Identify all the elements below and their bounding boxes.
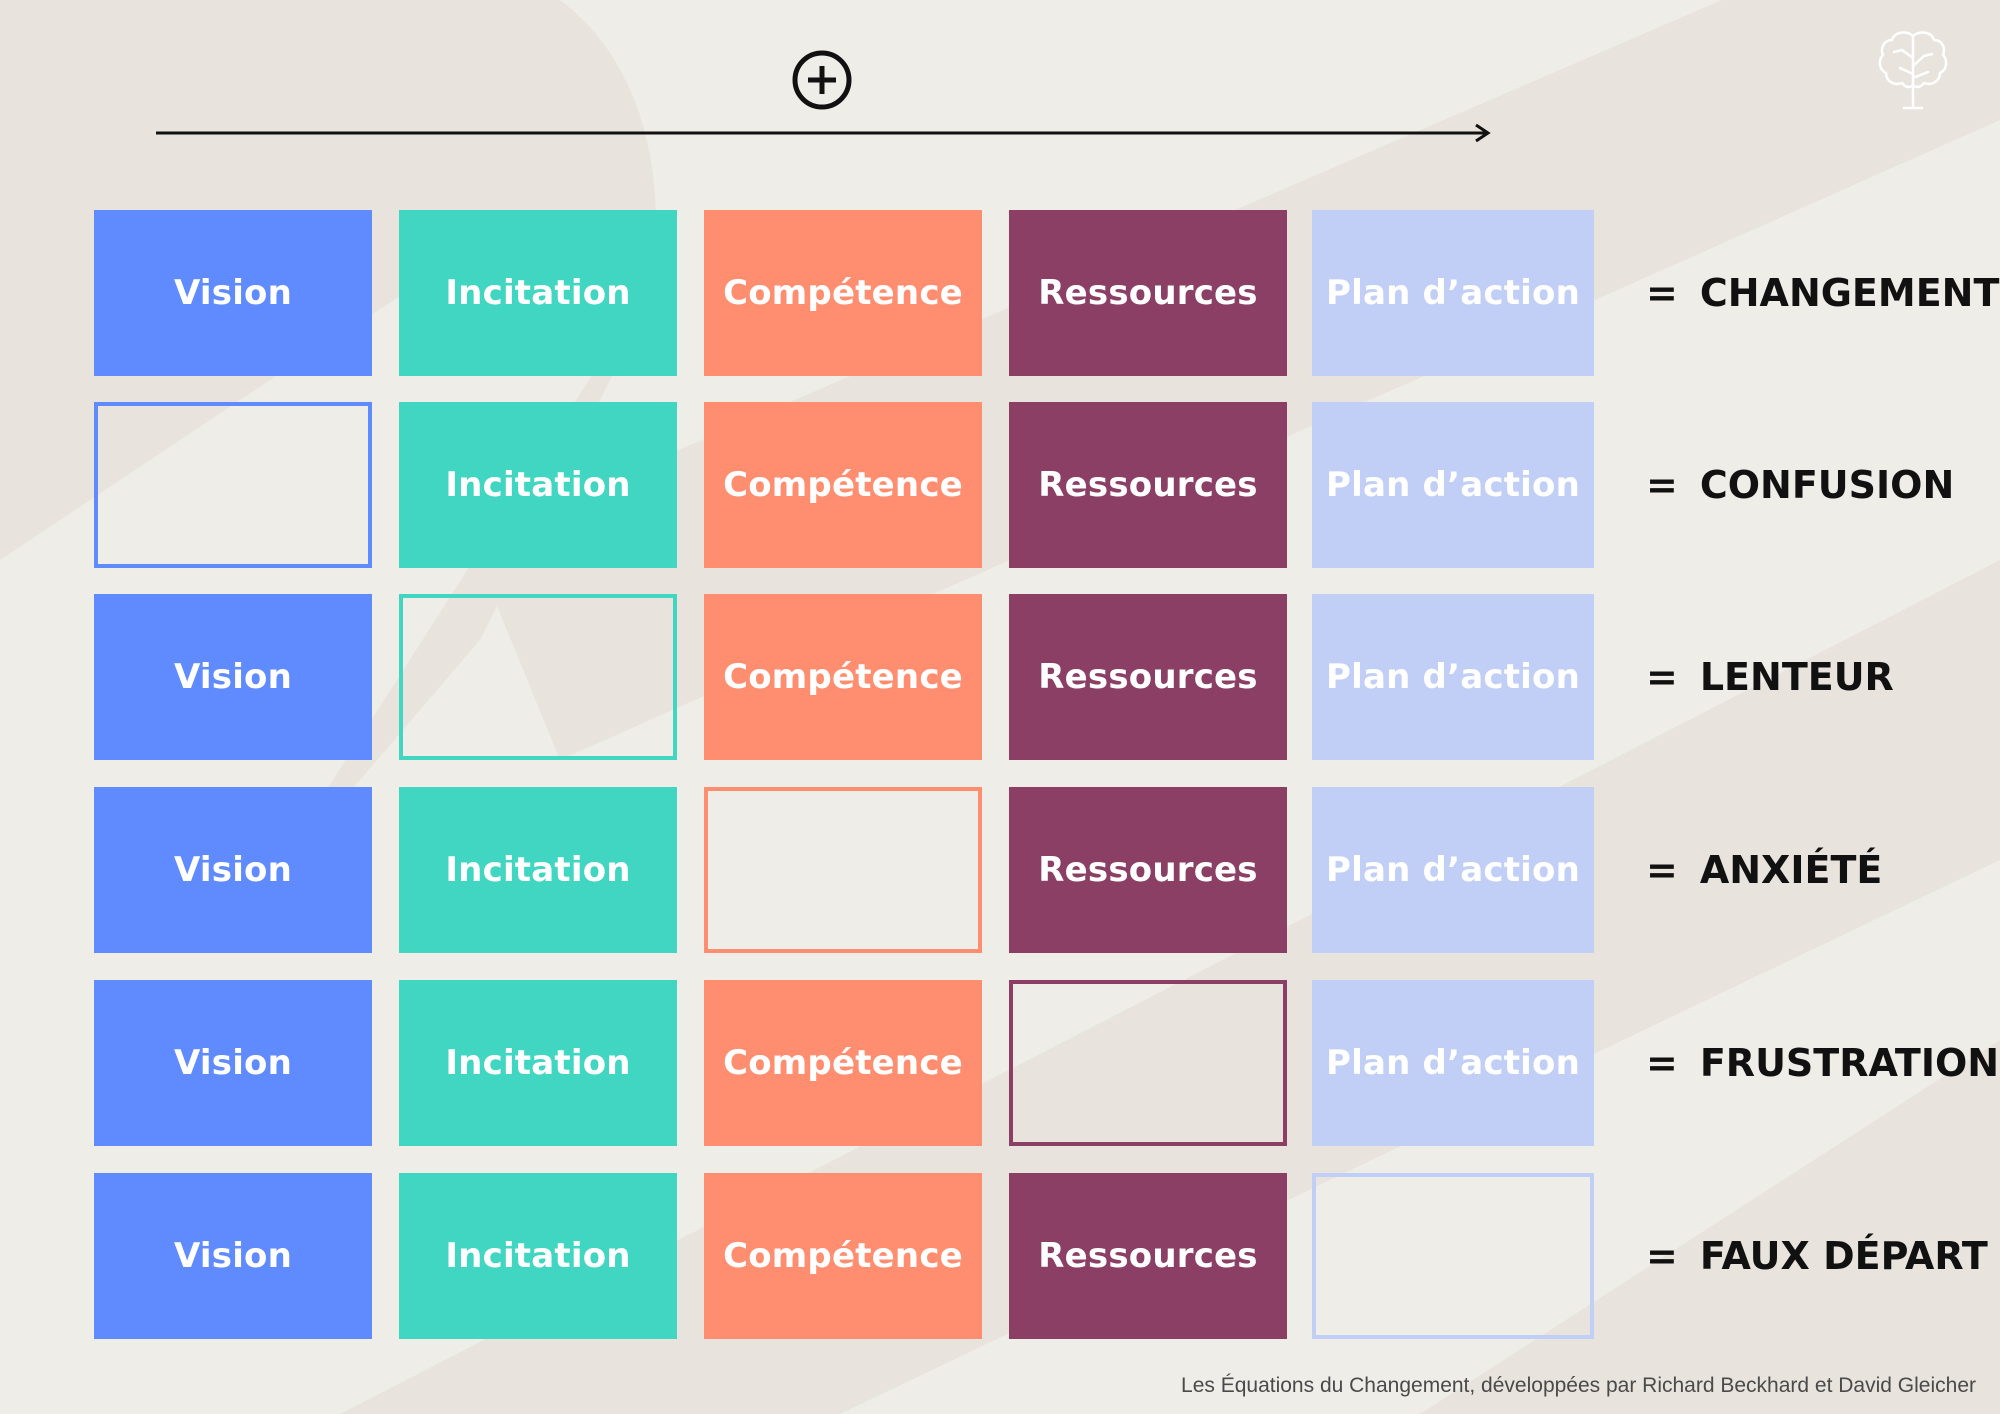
vision-box: Vision (94, 787, 372, 953)
result-label: = FAUX DÉPART (1646, 1173, 1988, 1339)
result-text: CONFUSION (1699, 463, 1955, 507)
result-label: = ANXIÉTÉ (1646, 787, 1882, 953)
result-label: = LENTEUR (1646, 594, 1894, 760)
competence-box: Compétence (704, 1173, 982, 1339)
competence-box: Compétence (704, 980, 982, 1146)
brain-tree-icon (1878, 31, 1948, 110)
result-text: FAUX DÉPART (1699, 1234, 1988, 1278)
equals-sign: = (1646, 1041, 1678, 1085)
equals-sign: = (1646, 655, 1678, 699)
missing-plan-box (1312, 1173, 1594, 1339)
footnote: Les Équations du Changement, développées… (1181, 1374, 1976, 1397)
vision-box: Vision (94, 1173, 372, 1339)
result-label: = CHANGEMENT (1646, 210, 1999, 376)
missing-competence-box (704, 787, 982, 953)
competence-box: Compétence (704, 402, 982, 568)
result-label: = FRUSTRATION (1646, 980, 1999, 1146)
plan-box: Plan d’action (1312, 787, 1594, 953)
result-text: CHANGEMENT (1699, 271, 2000, 315)
incitation-box: Incitation (399, 1173, 677, 1339)
missing-vision-box (94, 402, 372, 568)
missing-incitation-box (399, 594, 677, 760)
plan-box: Plan d’action (1312, 210, 1594, 376)
competence-box: Compétence (704, 594, 982, 760)
vision-box: Vision (94, 980, 372, 1146)
incitation-box: Incitation (399, 980, 677, 1146)
incitation-box: Incitation (399, 402, 677, 568)
missing-ressources-box (1009, 980, 1287, 1146)
plan-box: Plan d’action (1312, 594, 1594, 760)
ressources-box: Ressources (1009, 787, 1287, 953)
ressources-box: Ressources (1009, 402, 1287, 568)
ressources-box: Ressources (1009, 210, 1287, 376)
equals-sign: = (1646, 271, 1678, 315)
equals-sign: = (1646, 848, 1678, 892)
competence-box: Compétence (704, 210, 982, 376)
result-text: FRUSTRATION (1699, 1041, 2000, 1085)
result-text: ANXIÉTÉ (1699, 848, 1883, 892)
circled-plus-icon (792, 50, 852, 110)
vision-box: Vision (94, 210, 372, 376)
right-arrow (156, 123, 1491, 143)
incitation-box: Incitation (399, 210, 677, 376)
incitation-box: Incitation (399, 787, 677, 953)
equals-sign: = (1646, 1234, 1678, 1278)
plan-box: Plan d’action (1312, 402, 1594, 568)
equals-sign: = (1646, 463, 1678, 507)
result-label: = CONFUSION (1646, 402, 1954, 568)
result-text: LENTEUR (1699, 655, 1894, 699)
plan-box: Plan d’action (1312, 980, 1594, 1146)
vision-box: Vision (94, 594, 372, 760)
ressources-box: Ressources (1009, 594, 1287, 760)
ressources-box: Ressources (1009, 1173, 1287, 1339)
